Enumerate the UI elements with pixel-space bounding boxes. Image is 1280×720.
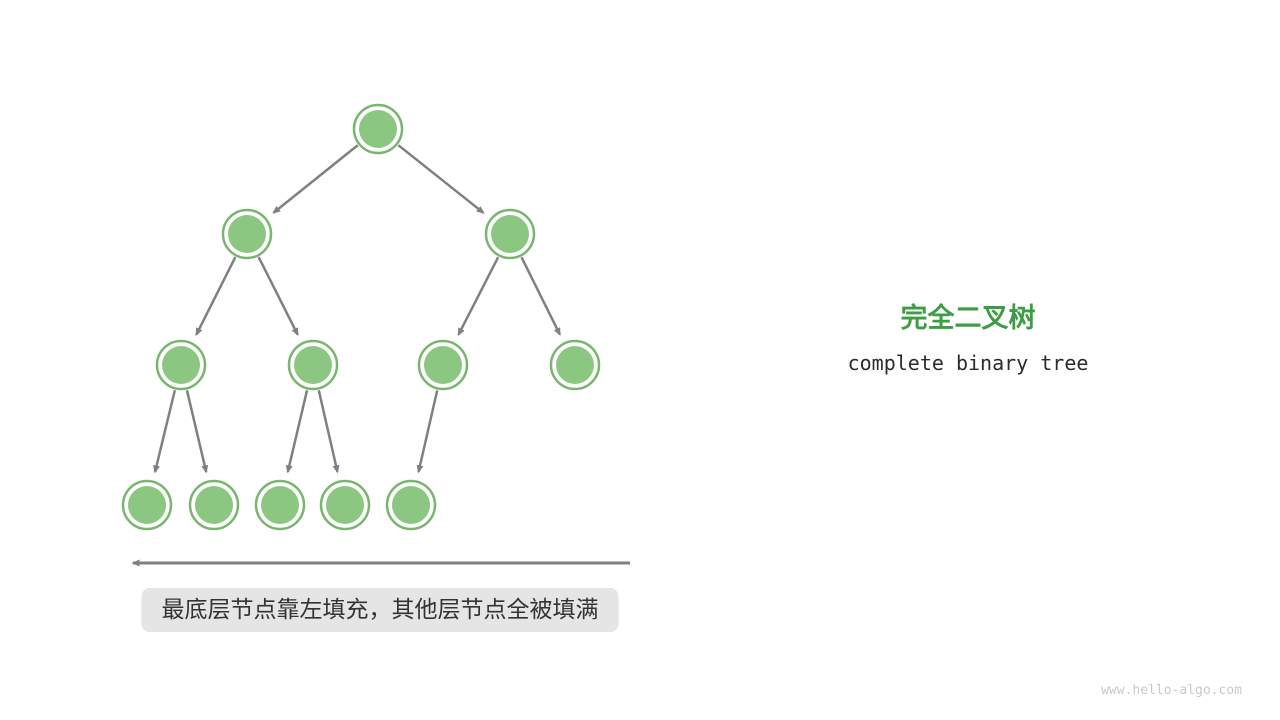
tree-node	[549, 339, 601, 391]
tree-edge	[416, 390, 439, 474]
legend: 完全二叉树 complete binary tree	[758, 296, 1178, 375]
caption-box: 最底层节点靠左填充，其他层节点全被填满	[141, 588, 619, 632]
tree-node	[221, 208, 273, 260]
tree-edge	[457, 256, 500, 337]
tree-edge	[285, 390, 309, 474]
tree-node	[484, 208, 536, 260]
tree-nodes	[121, 103, 601, 531]
tree-edge	[257, 256, 299, 336]
tree-edge	[397, 144, 485, 214]
legend-subtitle: complete binary tree	[847, 351, 1089, 375]
tree-node	[155, 339, 207, 391]
legend-title: 完全二叉树	[900, 303, 1036, 333]
tree-edge	[272, 144, 359, 214]
tree-node	[188, 479, 240, 531]
tree-edges	[153, 144, 562, 474]
tree-edge	[195, 256, 237, 336]
watermark: www.hello-algo.com	[1101, 683, 1242, 698]
tree-node	[121, 479, 173, 531]
tree-node	[352, 103, 404, 155]
tree-edge	[185, 390, 209, 474]
tree-node	[385, 479, 437, 531]
tree-node	[417, 339, 469, 391]
tree-node	[287, 339, 339, 391]
tree-edge	[520, 256, 562, 336]
tree-node	[254, 479, 306, 531]
tree-edge	[317, 390, 340, 474]
tree-node	[319, 479, 371, 531]
tree-edge	[153, 389, 177, 474]
